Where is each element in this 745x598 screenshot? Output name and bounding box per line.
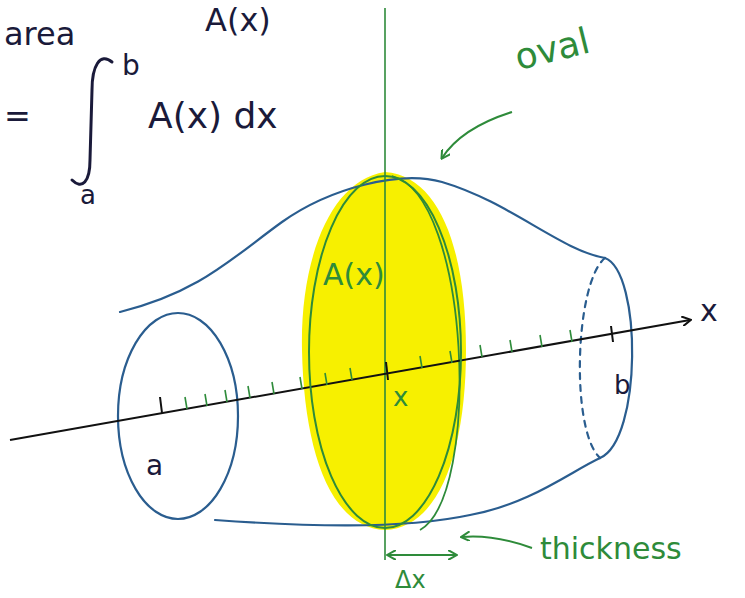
- right-end-hidden: [580, 258, 605, 458]
- endpoint-label: b: [614, 372, 631, 398]
- tick-a: [160, 397, 162, 413]
- bottom-surface: [215, 458, 600, 525]
- callout-text: oval: [511, 23, 593, 76]
- top-surface: [120, 178, 605, 312]
- thickness-dimension: [388, 554, 456, 556]
- callout-text: thickness: [540, 534, 682, 564]
- cross-section-oval: A(x) x: [307, 174, 463, 530]
- cross-section-fill: [302, 172, 466, 530]
- axis-label: x: [700, 296, 718, 326]
- area-symbol: A(x): [205, 4, 271, 36]
- area-label: A(x): [323, 260, 385, 290]
- heading-word: area: [4, 18, 75, 50]
- left-end: [118, 313, 238, 519]
- oval-outline: [307, 174, 463, 530]
- upper-limit: b: [122, 52, 140, 80]
- x-axis: [10, 320, 690, 440]
- dimension-label: Δx: [395, 568, 426, 592]
- endpoint-label: a: [146, 452, 163, 480]
- slice-back-face: [392, 176, 460, 530]
- equals-sign: =: [4, 100, 31, 132]
- callout-arrow: [462, 537, 532, 548]
- tick-b: [611, 326, 613, 342]
- lower-limit: a: [80, 182, 96, 208]
- integral-sign: [72, 59, 112, 185]
- right-end: [600, 258, 632, 458]
- position-label: x: [393, 384, 408, 410]
- tick-x: [386, 362, 388, 380]
- callout-arrow: [442, 112, 512, 158]
- integrand: A(x) dx: [148, 98, 278, 134]
